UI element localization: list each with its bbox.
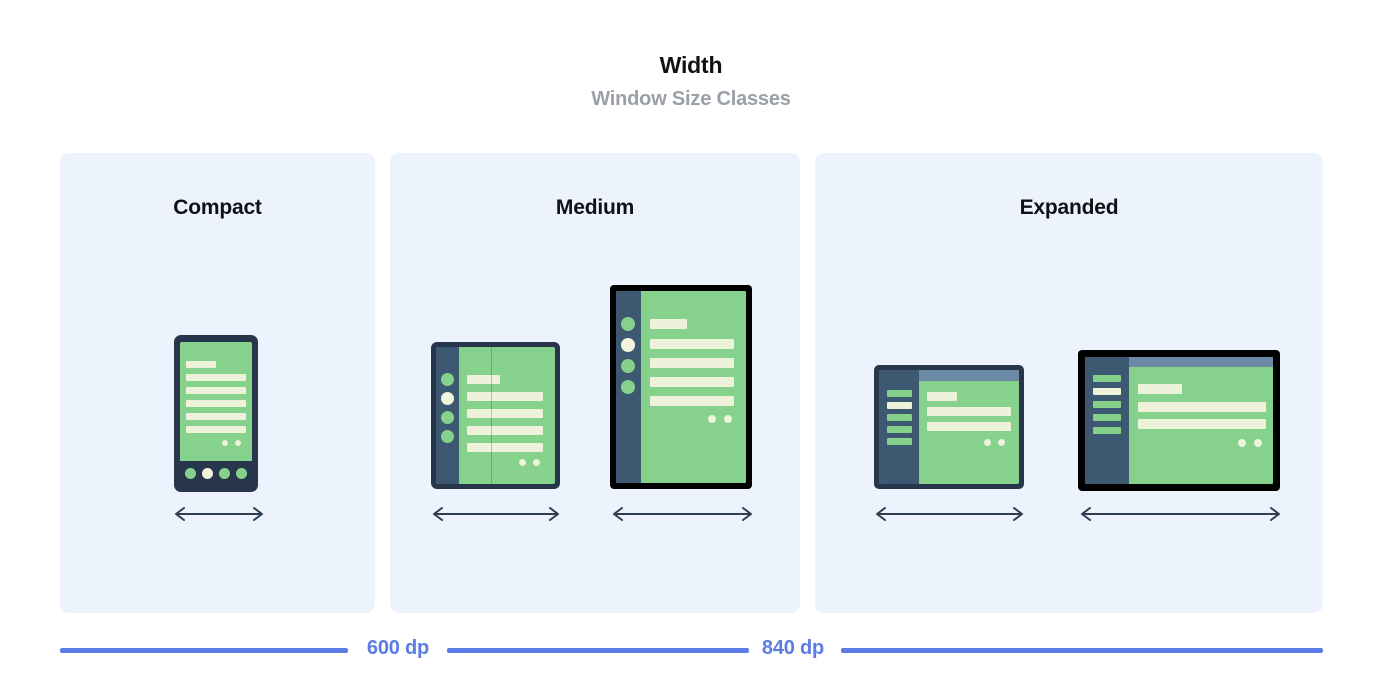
content-line: [1138, 419, 1266, 429]
size-class-panel-expanded: Expanded: [815, 153, 1323, 613]
content-line: [186, 387, 246, 394]
width-arrow-foldable: [430, 505, 562, 523]
width-arrow-compact: [172, 505, 266, 523]
content-line: [650, 396, 734, 406]
nav-item-active[interactable]: [1093, 388, 1121, 395]
nav-item[interactable]: [887, 414, 912, 421]
device-phone: [174, 335, 258, 492]
nav-item[interactable]: [1093, 414, 1121, 421]
content-line: [650, 377, 734, 387]
fab-dot: [998, 439, 1005, 446]
content-line: [650, 358, 734, 368]
device-laptop: [874, 365, 1024, 489]
nav-item[interactable]: [887, 438, 912, 445]
content-line: [186, 413, 246, 420]
nav-item[interactable]: [887, 426, 912, 433]
top-app-bar: [1129, 357, 1273, 367]
breakpoint-label-600dp: 600 dp: [366, 637, 430, 659]
scale-line-segment: [447, 648, 749, 653]
size-class-panel-compact: Compact: [60, 153, 375, 613]
scale-line-segment: [60, 648, 348, 653]
fab-dot: [1238, 439, 1246, 447]
width-arrow-tablet: [610, 505, 755, 523]
content-line: [467, 443, 543, 452]
nav-item[interactable]: [1093, 401, 1121, 408]
content-line: [927, 407, 1011, 416]
content-line: [467, 409, 543, 418]
nav-dot[interactable]: [621, 380, 635, 394]
width-arrow-laptop: [873, 505, 1026, 523]
content-line: [650, 339, 734, 349]
panel-title-medium: Medium: [555, 196, 635, 219]
tablet-screen: [616, 291, 746, 483]
panel-title-compact: Compact: [173, 196, 262, 219]
nav-dot[interactable]: [236, 468, 247, 479]
fab-dot: [984, 439, 991, 446]
content-line: [186, 400, 246, 407]
content-line: [650, 319, 687, 329]
nav-dot[interactable]: [441, 411, 454, 424]
nav-item[interactable]: [887, 390, 912, 397]
content-line: [186, 426, 246, 433]
content-line: [467, 392, 543, 401]
breakpoint-label-840dp: 840 dp: [761, 637, 825, 659]
nav-item[interactable]: [1093, 375, 1121, 382]
foldable-screen: [436, 347, 555, 484]
nav-dot[interactable]: [185, 468, 196, 479]
nav-dot-active[interactable]: [441, 392, 454, 405]
nav-dot[interactable]: [621, 317, 635, 331]
device-foldable: [431, 342, 560, 489]
fold-crease-line: [491, 347, 492, 484]
top-app-bar: [919, 370, 1019, 381]
page-title: Width: [659, 52, 723, 78]
nav-dot-active[interactable]: [202, 468, 213, 479]
navigation-rail: [616, 291, 641, 483]
content-line: [927, 422, 1011, 431]
fab-dot: [235, 440, 241, 446]
fab-dot: [724, 415, 732, 423]
phone-screen: [180, 342, 252, 486]
navigation-drawer: [1085, 357, 1129, 484]
width-arrow-desktop: [1078, 505, 1283, 523]
content-line: [186, 374, 246, 381]
fab-dot: [533, 459, 540, 466]
desktop-screen: [1085, 357, 1273, 484]
nav-dot-active[interactable]: [621, 338, 635, 352]
nav-dot[interactable]: [621, 359, 635, 373]
scale-line-segment: [841, 648, 1323, 653]
fab-dot: [519, 459, 526, 466]
chart-header: Width Window Size Classes: [0, 0, 1382, 111]
nav-item-active[interactable]: [887, 402, 912, 409]
nav-dot[interactable]: [441, 430, 454, 443]
page-subtitle: Window Size Classes: [591, 88, 791, 110]
panel-title-expanded: Expanded: [1019, 196, 1119, 219]
nav-item[interactable]: [1093, 427, 1121, 434]
fab-dot: [222, 440, 228, 446]
phone-bottom-nav-bar: [180, 461, 252, 486]
content-line: [186, 361, 216, 368]
device-desktop: [1078, 350, 1280, 491]
navigation-rail: [436, 347, 459, 484]
content-line: [927, 392, 957, 401]
device-tablet: [610, 285, 752, 489]
fab-dot: [1254, 439, 1262, 447]
nav-dot[interactable]: [219, 468, 230, 479]
navigation-drawer: [879, 370, 919, 484]
size-class-panel-medium: Medium: [390, 153, 800, 613]
nav-dot[interactable]: [441, 373, 454, 386]
content-line: [1138, 402, 1266, 412]
laptop-screen: [879, 370, 1019, 484]
content-line: [467, 426, 543, 435]
content-line: [1138, 384, 1182, 394]
content-line: [467, 375, 500, 384]
fab-dot: [708, 415, 716, 423]
